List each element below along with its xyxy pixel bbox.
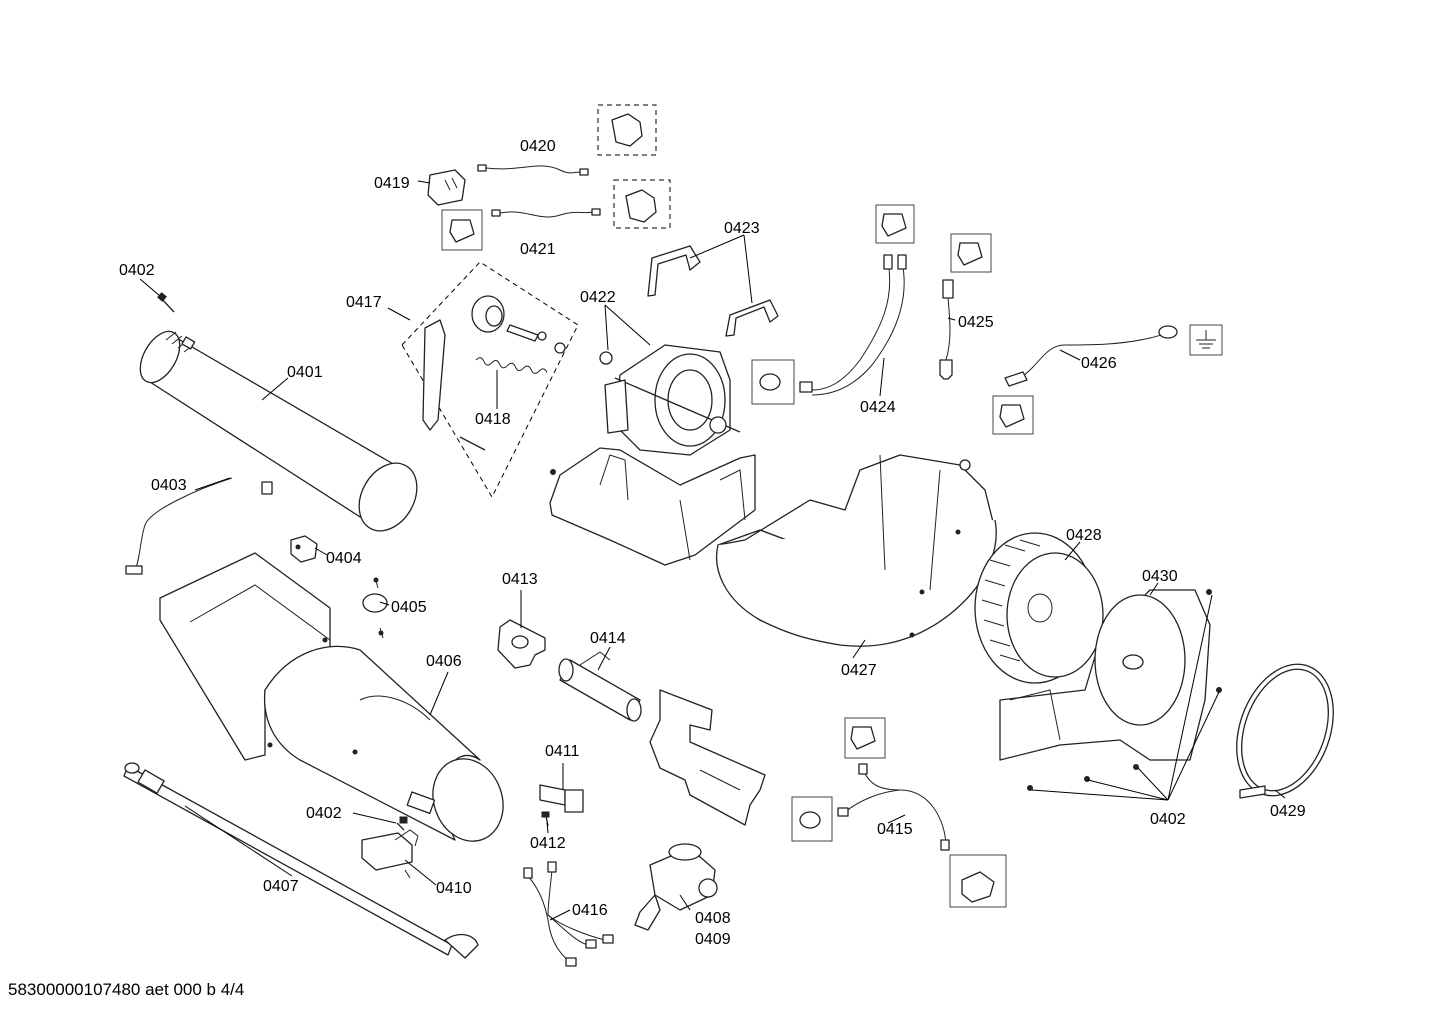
part-0422-motor — [599, 344, 741, 456]
label-0420: 0420 — [520, 138, 556, 155]
label-0416: 0416 — [572, 902, 608, 919]
part-0402-screw-top — [157, 292, 175, 313]
part-labels: 0402 0401 0403 0404 0405 0406 0407 0402 … — [119, 138, 1306, 948]
part-0408-0409-gas-valve — [634, 843, 718, 931]
label-0403: 0403 — [151, 477, 187, 494]
part-0412-screw — [541, 811, 550, 827]
part-0402-screws-rear — [1027, 589, 1222, 791]
ref-connector-box-2 — [875, 204, 915, 244]
label-0405: 0405 — [391, 599, 427, 616]
label-0421: 0421 — [520, 241, 556, 258]
label-0414: 0414 — [590, 630, 626, 647]
part-0407-gas-tube — [123, 762, 479, 959]
label-0409: 0409 — [695, 931, 731, 948]
part-0411-flame-sensor — [539, 784, 584, 813]
part-0430-rear-panel — [999, 589, 1211, 761]
part-0413-bracket — [497, 619, 546, 669]
label-0402-rear: 0402 — [1150, 811, 1186, 828]
label-0412: 0412 — [530, 835, 566, 852]
label-0422: 0422 — [580, 289, 616, 306]
ref-connector-box-1 — [441, 209, 483, 251]
label-0411: 0411 — [545, 743, 580, 760]
part-0417-idler-assembly — [401, 261, 579, 499]
label-0410: 0410 — [436, 880, 472, 897]
part-0415-wire — [837, 763, 950, 851]
label-0408: 0408 — [695, 910, 731, 927]
label-0429: 0429 — [1270, 803, 1306, 820]
label-0402-mid: 0402 — [306, 805, 342, 822]
label-0430: 0430 — [1142, 568, 1178, 585]
label-0401: 0401 — [287, 364, 323, 381]
part-0423-motor-strap — [647, 245, 779, 337]
part-0421-wire — [491, 208, 601, 218]
part-0420-wire — [477, 164, 589, 176]
ref-valve-box — [949, 854, 1007, 908]
label-0402-top: 0402 — [119, 262, 155, 279]
part-motor-mount-base — [549, 447, 756, 566]
part-0426-ground-wire — [1004, 325, 1178, 387]
label-0424: 0424 — [860, 399, 896, 416]
label-0417: 0417 — [346, 294, 382, 311]
label-0418: 0418 — [475, 411, 511, 428]
ref-connector-box-5 — [844, 717, 886, 759]
part-0425-wire — [939, 279, 954, 380]
part-0427-blower-housing — [716, 454, 997, 647]
part-0424-wire — [799, 254, 907, 396]
ref-sensor-box-1 — [751, 359, 795, 405]
ref-motor-box-2 — [613, 179, 671, 229]
document-id: 58300000107480 aet 000 b 4/4 — [8, 980, 245, 999]
part-0428-impeller — [974, 532, 1104, 684]
label-0425: 0425 — [958, 314, 994, 331]
part-0401-drum-cylinder — [139, 330, 418, 532]
label-0413: 0413 — [502, 571, 538, 588]
label-0419: 0419 — [374, 175, 410, 192]
part-0414-burner — [558, 651, 642, 722]
ref-connector-box-4 — [992, 395, 1034, 435]
part-0419-switch — [427, 169, 466, 206]
ref-motor-box-1 — [597, 104, 657, 156]
part-0429-gasket-ring — [1236, 663, 1334, 799]
label-0406: 0406 — [426, 653, 462, 670]
part-0404-bracket — [290, 535, 318, 563]
ref-sensor-box-2 — [791, 796, 833, 842]
part-burner-bracket-plate — [649, 689, 766, 826]
part-0403-wire — [125, 477, 273, 575]
part-0406-heater-housing — [159, 552, 504, 842]
label-0407: 0407 — [263, 878, 299, 895]
leader-lines — [139, 180, 1286, 921]
label-0426: 0426 — [1081, 355, 1117, 372]
label-0415: 0415 — [877, 821, 913, 838]
part-0410-ignitor — [361, 829, 419, 879]
label-0404: 0404 — [326, 550, 362, 567]
label-0428: 0428 — [1066, 527, 1102, 544]
part-0405-sensor — [362, 577, 388, 639]
part-0402-screw-mid — [396, 816, 408, 831]
label-0427: 0427 — [841, 662, 877, 679]
label-0423: 0423 — [724, 220, 760, 237]
ground-symbol-icon — [1189, 324, 1223, 356]
ref-connector-box-3 — [950, 233, 992, 273]
